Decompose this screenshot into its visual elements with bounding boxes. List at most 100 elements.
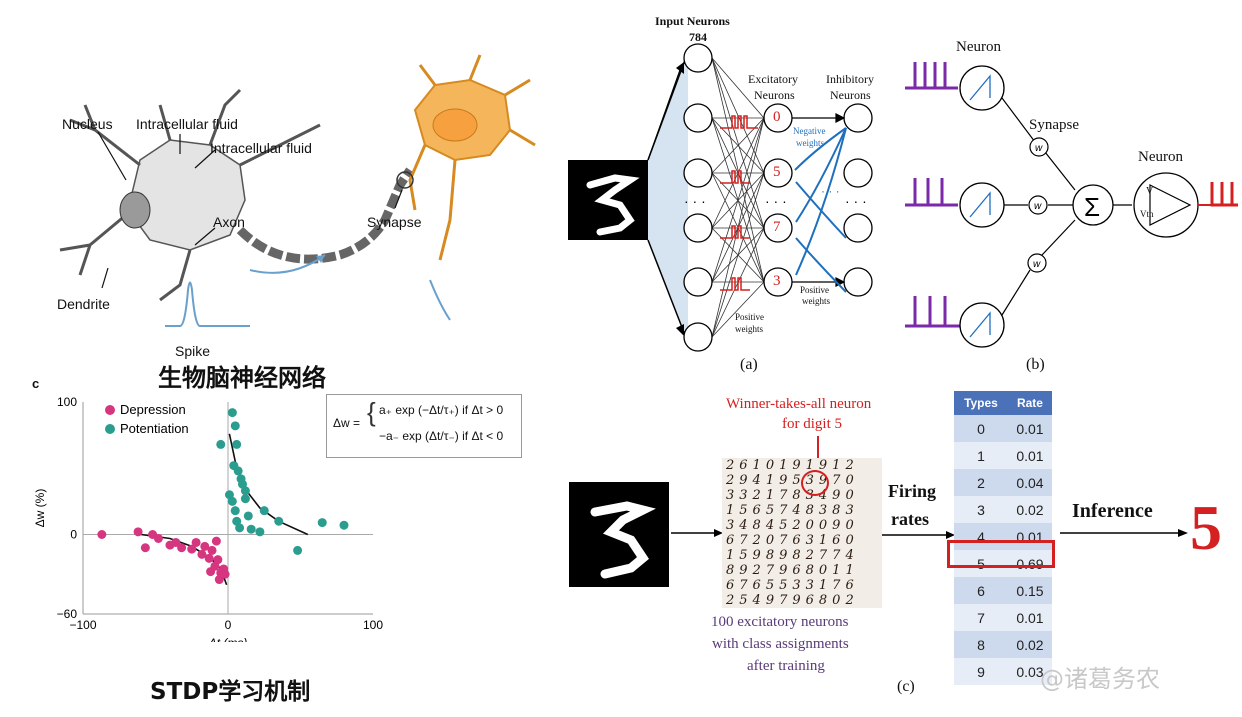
intracellular-fluid-label-1: Intracellular fluid bbox=[136, 116, 238, 132]
rates-type-cell: 6 bbox=[954, 577, 1008, 604]
x-tick-label: 0 bbox=[225, 618, 232, 632]
bio-network-caption: 生物脑神经网络 bbox=[158, 364, 326, 392]
exc-digit-0: 0 bbox=[773, 109, 781, 125]
spike-label: Spike bbox=[175, 343, 211, 359]
data-point bbox=[235, 523, 245, 533]
connection-line bbox=[711, 281, 765, 338]
svg-text:· · ·: · · · bbox=[765, 193, 787, 209]
formula-case-1: a₊ exp (−Δt/τ₊) if Δt > 0 bbox=[379, 403, 504, 417]
legend-label: Depression bbox=[120, 402, 186, 417]
flow-arrow-2 bbox=[429, 279, 451, 321]
input-neurons bbox=[683, 43, 713, 352]
negative-weights-label-1: Negative bbox=[793, 126, 826, 136]
firing-label-2: rates bbox=[891, 509, 929, 529]
svg-text:w: w bbox=[1033, 259, 1041, 270]
connection-line bbox=[711, 172, 765, 338]
formula-case-2: −a₋ exp (Δt/τ₋) if Δt < 0 bbox=[379, 429, 504, 443]
formula-brace: { bbox=[367, 397, 376, 427]
legend-marker bbox=[105, 405, 115, 415]
data-point bbox=[213, 555, 223, 565]
caption-a: (a) bbox=[740, 356, 758, 373]
digit-grid-row: 1598982774 bbox=[726, 548, 859, 563]
excitatory-title-2: Neurons bbox=[754, 88, 795, 102]
data-point bbox=[211, 536, 221, 546]
data-point bbox=[191, 537, 201, 547]
negative-weight-arrows bbox=[794, 127, 847, 293]
nucleus-shape bbox=[119, 191, 151, 229]
svg-text:· · ·: · · · bbox=[821, 184, 840, 198]
y-axis-label: Δw (%) bbox=[33, 489, 47, 528]
data-point bbox=[233, 466, 243, 476]
connection-line bbox=[711, 57, 765, 119]
caption-c: (c) bbox=[897, 678, 915, 695]
inference-arrow bbox=[1060, 529, 1188, 537]
data-point bbox=[216, 439, 226, 449]
data-point bbox=[206, 567, 216, 577]
grid-caption-2: with class assignments bbox=[712, 636, 849, 652]
data-point bbox=[230, 421, 240, 431]
spike-marks bbox=[720, 115, 758, 291]
data-point bbox=[171, 537, 181, 547]
data-point bbox=[153, 533, 163, 543]
stdp-formula-box: Δw = { a₊ exp (−Δt/τ₊) if Δt > 0 −a₋ exp… bbox=[326, 394, 522, 458]
v-label: V bbox=[1146, 186, 1154, 197]
flow-arrowhead bbox=[316, 255, 325, 263]
digit-grid-row: 6720763160 bbox=[726, 533, 859, 548]
spike-trace bbox=[165, 281, 250, 327]
data-point bbox=[339, 520, 349, 530]
stdp-caption: STDP学习机制 bbox=[150, 679, 311, 705]
svg-text:· · ·: · · · bbox=[684, 193, 706, 209]
rates-type-cell: 9 bbox=[954, 658, 1008, 685]
input-neurons-count: 784 bbox=[689, 30, 707, 44]
svg-text:w: w bbox=[1035, 143, 1043, 154]
flow-arrow bbox=[249, 254, 326, 274]
ramp-glyphs bbox=[969, 74, 991, 338]
rates-value-cell: 0.01 bbox=[1007, 415, 1052, 442]
digit-grid-row: 2610191912 bbox=[726, 458, 859, 473]
exc-digit-3: 3 bbox=[773, 273, 781, 289]
data-point bbox=[220, 569, 230, 579]
digit-grid-row: 3484520090 bbox=[726, 518, 859, 533]
svg-text:w: w bbox=[1034, 201, 1042, 212]
data-point bbox=[246, 524, 256, 534]
winner-circle bbox=[801, 470, 829, 496]
dendrite-label: Dendrite bbox=[57, 296, 110, 312]
data-point bbox=[200, 541, 210, 551]
inhibitory-title-2: Neurons bbox=[830, 88, 871, 102]
rates-header-types: Types bbox=[954, 391, 1008, 415]
vth-label: Vth bbox=[1140, 209, 1154, 219]
inhibitory-title-1: Inhibitory bbox=[826, 72, 874, 86]
inference-label: Inference bbox=[1072, 500, 1153, 522]
intracellular-fluid-label-2: Intracellular fluid bbox=[210, 140, 312, 156]
data-point bbox=[255, 527, 265, 537]
rates-value-cell: 0.02 bbox=[1007, 496, 1052, 523]
svg-text:· · ·: · · · bbox=[845, 193, 867, 209]
neuron-illustration bbox=[59, 54, 536, 327]
grid-caption-1: 100 excitatory neurons bbox=[711, 614, 849, 630]
synapse-label-b: Synapse bbox=[1029, 117, 1079, 133]
inference-result: 5 bbox=[1190, 492, 1222, 563]
rates-type-cell: 0 bbox=[954, 415, 1008, 442]
inference-digit-stroke bbox=[590, 501, 656, 579]
data-point bbox=[230, 506, 240, 516]
data-point bbox=[293, 545, 303, 555]
rates-type-cell: 8 bbox=[954, 631, 1008, 658]
rates-type-cell: 3 bbox=[954, 496, 1008, 523]
rates-value-cell: 0.04 bbox=[1007, 469, 1052, 496]
label-pointers bbox=[97, 131, 403, 289]
firing-label-1: Firing bbox=[888, 481, 936, 501]
legend-marker bbox=[105, 424, 115, 434]
panel-letter-c: c bbox=[32, 376, 40, 391]
data-point bbox=[240, 486, 250, 496]
data-point bbox=[317, 518, 327, 528]
data-point bbox=[243, 511, 253, 521]
rates-value-cell: 0.15 bbox=[1007, 577, 1052, 604]
grid-caption-3: after training bbox=[747, 658, 825, 674]
exc-to-inh-arrows bbox=[792, 113, 846, 287]
data-point bbox=[232, 439, 242, 449]
data-point bbox=[227, 408, 237, 418]
